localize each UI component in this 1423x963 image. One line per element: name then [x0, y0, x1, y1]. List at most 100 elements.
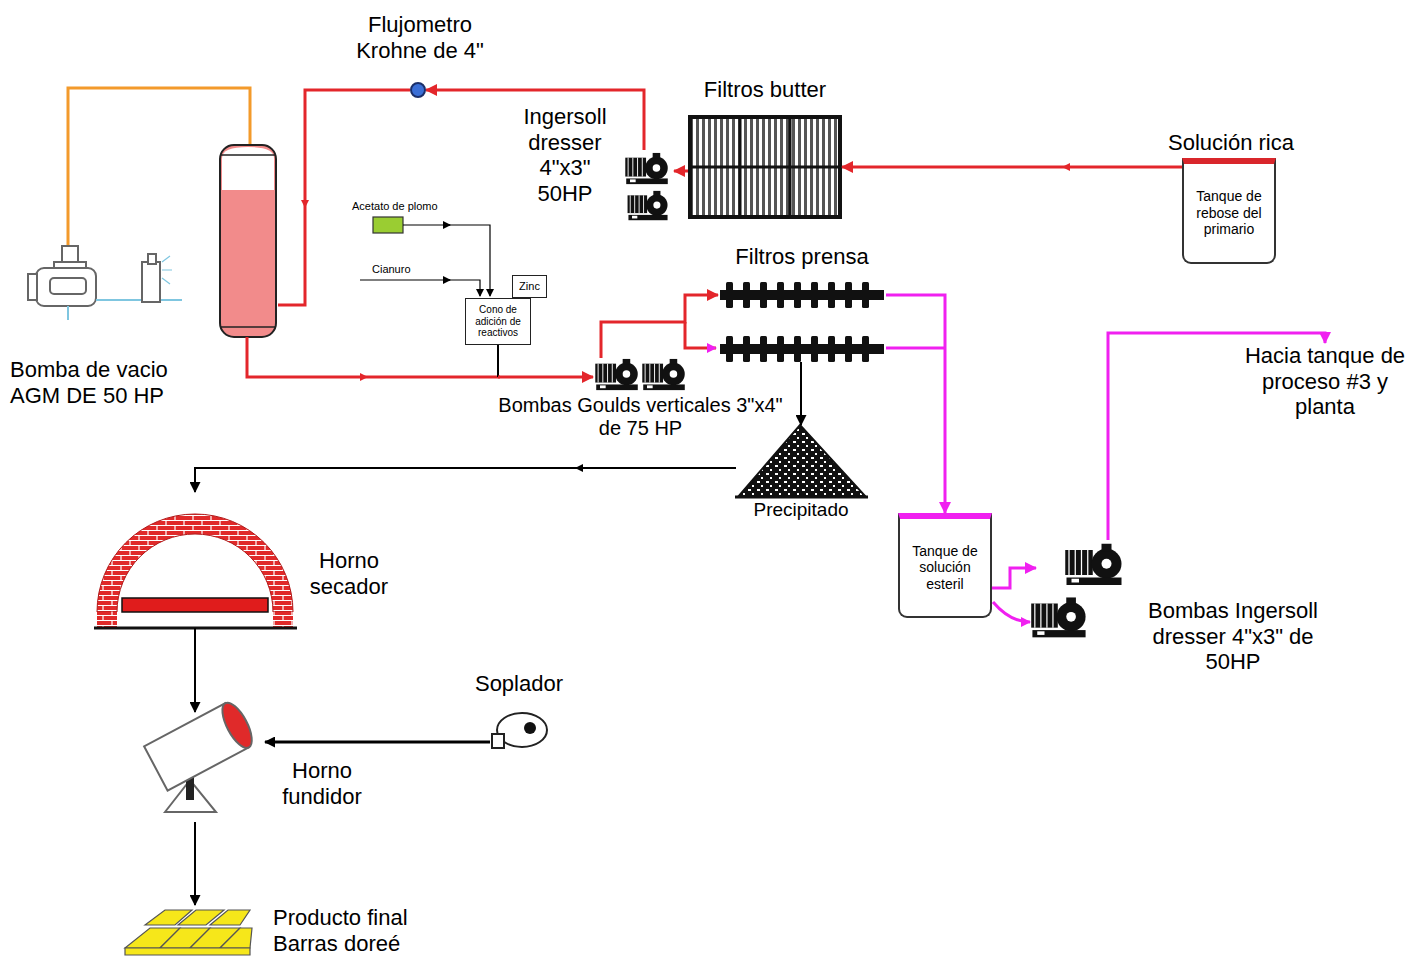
- pump-group: Ingersoll dresser 4"x3" 50HP: [622, 150, 674, 222]
- reagent-box: Zinc: [512, 275, 547, 298]
- precipitate-pile: [735, 496, 868, 499]
- flow-connector: [195, 628, 196, 712]
- vacuum-pump: Bomba de vacio AGM DE 50 HP: [28, 245, 100, 321]
- drying-furnace: Horno secador: [97, 492, 295, 628]
- dore-bars: [220, 928, 252, 948]
- butter-filter-drawing: [690, 117, 840, 217]
- equipment-label: Horno fundidor: [270, 758, 374, 809]
- filter-press-drawing: [862, 282, 869, 308]
- flow-connector: [801, 362, 802, 425]
- vacuum-pump-drawing: [28, 274, 37, 300]
- equipment-label: Bombas Ingersoll dresser 4"x3" de 50HP: [1138, 598, 1328, 675]
- flow-connector: [842, 167, 1182, 168]
- connector-line: [497, 345, 499, 377]
- vacuum-pump-drawing: [67, 306, 69, 320]
- melting-furnace: [217, 699, 258, 753]
- melting-furnace: [144, 699, 258, 812]
- filter-press-drawing: [811, 282, 818, 308]
- equipment-label: Filtros butter: [665, 77, 865, 103]
- vacuum-column: [220, 326, 276, 328]
- connector-line: [498, 376, 593, 379]
- reagent-lines: [373, 217, 403, 233]
- flow-connector: [601, 295, 718, 358]
- box-text: Tanque de rebose del primario: [1186, 188, 1272, 237]
- filter-press-drawing: [845, 282, 852, 308]
- connector-line: [886, 295, 945, 513]
- equipment-label: Ingersoll dresser 4"x3" 50HP: [512, 104, 618, 207]
- filter-press-drawing: [828, 282, 835, 308]
- flow-connector: [886, 295, 945, 513]
- flow-connector: [195, 468, 736, 492]
- tank: Solución ricaTanque de rebose del primar…: [1182, 158, 1276, 264]
- melting-furnace: [144, 699, 258, 791]
- flow-connector: [498, 345, 593, 377]
- drying-furnace: [122, 598, 268, 612]
- filter-press-drawing: [794, 282, 801, 308]
- pump-icons: [1031, 597, 1085, 637]
- reagent-lines: [360, 280, 480, 296]
- flow-connector: [265, 742, 490, 743]
- flow-connector: [195, 822, 196, 905]
- filter-press-drawing: [720, 282, 884, 362]
- vacuum-column: [222, 147, 274, 190]
- blower: Soplador: [490, 705, 548, 751]
- filter-press-drawing: [726, 336, 733, 362]
- butter-filter-drawing: [690, 117, 840, 217]
- equipment-label: Soplador: [464, 671, 574, 697]
- equipment-label: Precipitado: [726, 499, 876, 521]
- butter-filter-drawing: [690, 117, 840, 217]
- drying-furnace: [273, 612, 293, 628]
- equipment-label: Solución rica: [1139, 130, 1323, 156]
- vacuum-pump-drawing: [28, 246, 182, 320]
- reagent-lines: [446, 224, 450, 225]
- connector-line: [601, 295, 718, 358]
- connector-line: [265, 741, 490, 744]
- reagent-label: Acetato de plomo: [352, 200, 438, 213]
- filter-press-drawing: [794, 336, 801, 362]
- vacuum-pump-drawing: [148, 254, 156, 264]
- connector-line: [674, 170, 688, 173]
- vacuum-pump-drawing: [142, 262, 160, 302]
- dore-bars: [125, 910, 252, 955]
- pump-icons: [642, 359, 685, 390]
- precipitate-pile: [738, 425, 866, 497]
- tank: Tanque de solución esteril: [898, 513, 992, 618]
- filter-press-drawing: [743, 336, 750, 362]
- equipment-label: Bombas Goulds verticales 3"x4" de 75 HP: [498, 394, 783, 441]
- connector-line: [800, 362, 802, 425]
- connector-line: [992, 568, 1036, 588]
- vacuum-pump-drawing: [162, 256, 172, 284]
- box-text: Zinc: [515, 280, 544, 293]
- pump-group: Bombas Goulds verticales 3"x4" de 75 HP: [593, 358, 688, 392]
- filter-press-drawing: [726, 282, 733, 308]
- process-lines: [685, 322, 716, 348]
- filter-press-drawing: [777, 282, 784, 308]
- flow-connector: [674, 171, 688, 172]
- flowmeter: Flujometro Krohne de 4": [410, 82, 426, 98]
- process-lines: [886, 347, 945, 350]
- connector-line: [195, 468, 736, 492]
- connector-line: [842, 166, 1182, 169]
- precipitate: Precipitado: [736, 425, 866, 497]
- filter-press-drawing: [760, 336, 767, 362]
- vacuum-pump-drawing: [96, 299, 182, 301]
- dore-bars: [125, 948, 250, 955]
- process-lines: [247, 337, 500, 377]
- filter-press: Filtros prensa: [718, 282, 886, 362]
- dore-bars: [210, 910, 250, 925]
- box-text: Tanque de solución esteril: [902, 543, 988, 592]
- reagent-label: Cianuro: [372, 263, 411, 276]
- filter-press-drawing: [760, 282, 767, 308]
- equipment-label: Bomba de vacio AGM DE 50 HP: [10, 357, 200, 408]
- process-lines: [278, 90, 410, 305]
- equipment-label: Hacia tanque de proceso #3 y planta: [1240, 343, 1410, 420]
- melting-furnace: Horno fundidor: [140, 712, 265, 822]
- drying-furnace: [94, 514, 297, 628]
- destination-note: Hacia tanque de proceso #3 y planta: [1240, 343, 1410, 427]
- filter-press-drawing: [777, 336, 784, 362]
- vacuum-pump-drawing: [36, 268, 96, 306]
- equipment-label: Filtros prensa: [698, 244, 906, 270]
- filter-press-drawing: [862, 336, 869, 362]
- pump-icons: [1065, 544, 1121, 585]
